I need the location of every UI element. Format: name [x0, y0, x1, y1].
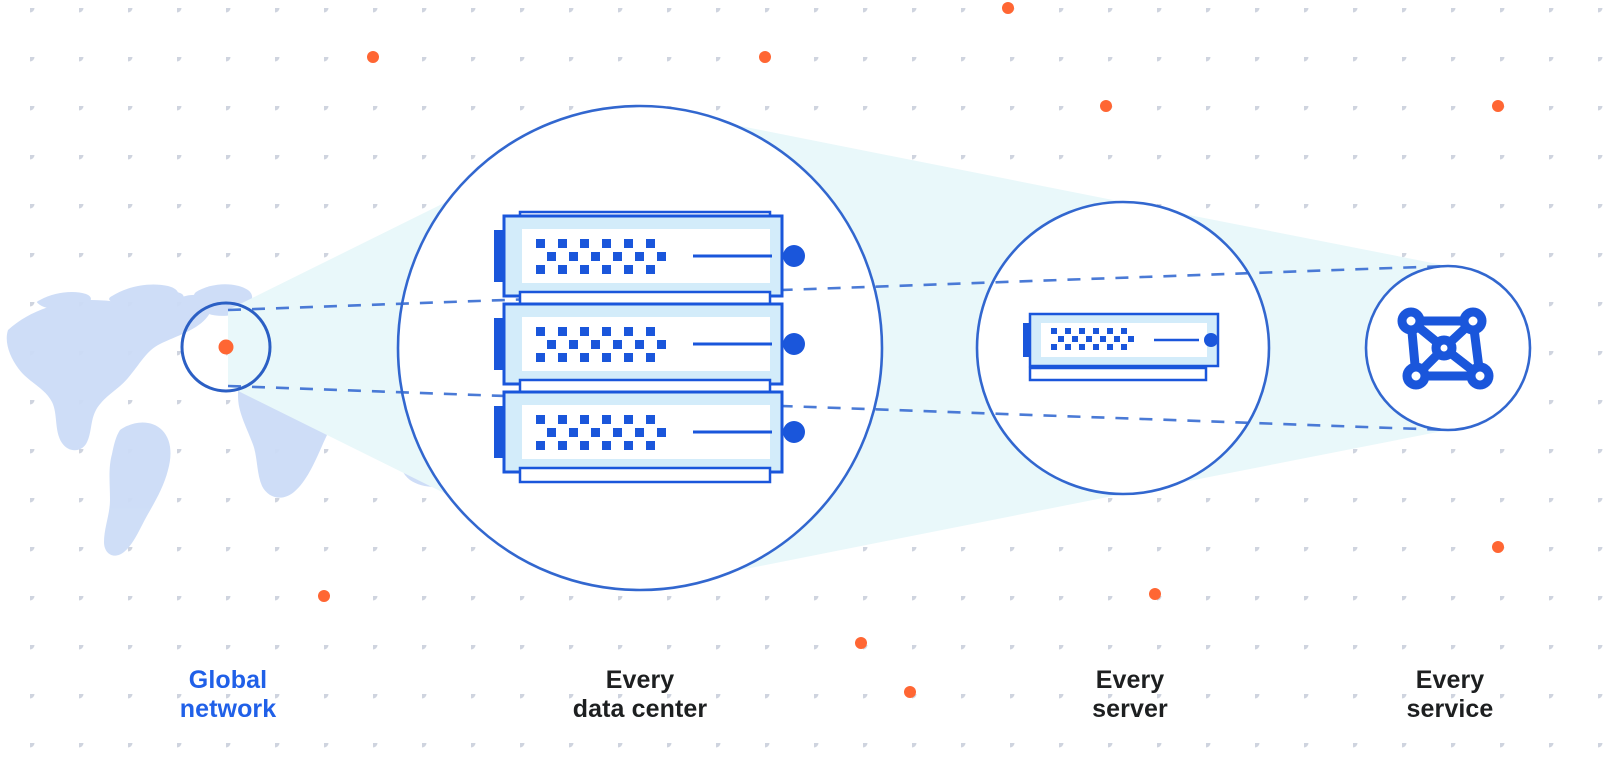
node-center: [1431, 335, 1457, 361]
globe-highlight: [180, 301, 272, 393]
server-circle: [975, 200, 1271, 496]
node-bottom-right: [1466, 362, 1494, 390]
stage-circles: [396, 104, 1532, 592]
single-server: [1021, 312, 1220, 382]
rack-unit-3: [492, 390, 807, 474]
stage-label-server: Every server: [1092, 666, 1168, 723]
stage-label-global-network: Global network: [179, 666, 277, 723]
node-bottom-left: [1402, 362, 1430, 390]
service-circle: [1364, 264, 1532, 432]
node-top-left: [1397, 307, 1425, 335]
rack-unit-2: [492, 302, 807, 386]
node-top-right: [1459, 307, 1487, 335]
server-unit: [1021, 312, 1220, 368]
data-center-circle: [396, 104, 884, 592]
stage-label-service: Every service: [1406, 666, 1494, 723]
orange-accent-dots: [318, 2, 1504, 698]
service-network-icon: [1397, 307, 1494, 390]
server-base: [1028, 366, 1208, 382]
globe-marker-dot: [218, 339, 234, 355]
server-rack: [492, 210, 807, 484]
rack-unit-1: [492, 214, 807, 298]
connector-dashed-lines: [227, 264, 1449, 432]
stage-label-data-center: Every data center: [572, 666, 708, 723]
